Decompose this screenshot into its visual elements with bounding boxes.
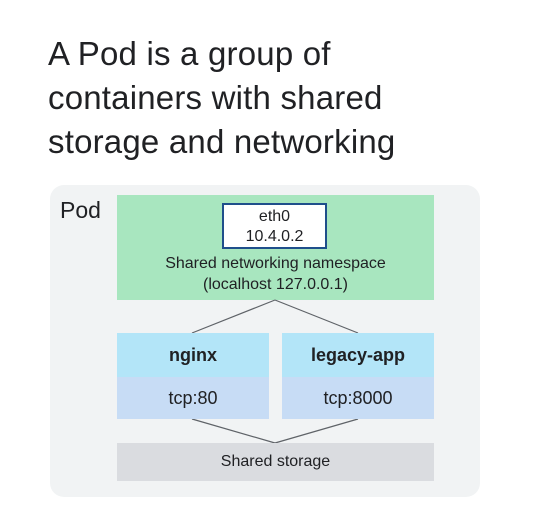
container-name: legacy-app <box>282 333 434 377</box>
container-nginx: nginx tcp:80 <box>117 333 269 419</box>
container-legacy-app: legacy-app tcp:8000 <box>282 333 434 419</box>
shared-storage: Shared storage <box>117 443 434 481</box>
container-name: nginx <box>117 333 269 377</box>
title-line-2: containers with shared <box>48 79 383 116</box>
network-label: Shared networking namespace (localhost 1… <box>117 253 434 295</box>
interface-name: eth0 <box>258 208 291 225</box>
interface-ip: 10.4.0.2 <box>245 228 304 245</box>
title-line-1: A Pod is a group of <box>48 35 331 72</box>
network-interface-box: eth0 10.4.0.2 <box>222 203 327 249</box>
pod-label: Pod <box>60 197 101 223</box>
slide-title: A Pod is a group of containers with shar… <box>48 32 508 164</box>
network-label-line-1: Shared networking namespace <box>165 255 386 272</box>
container-port: tcp:80 <box>117 377 269 419</box>
container-port: tcp:8000 <box>282 377 434 419</box>
title-line-3: storage and networking <box>48 123 396 160</box>
network-label-line-2: (localhost 127.0.0.1) <box>203 276 348 293</box>
